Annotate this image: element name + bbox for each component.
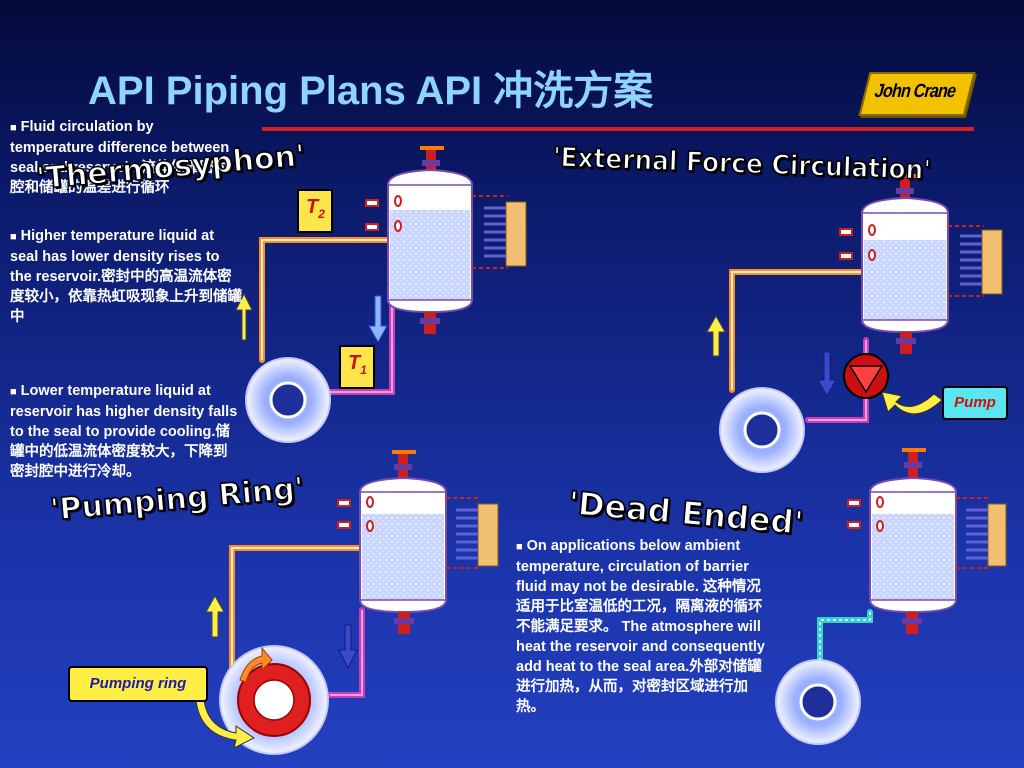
tank-dead-ended (847, 448, 1007, 634)
pump-callout: Pump (942, 386, 1008, 420)
external-force-diagram (706, 174, 1003, 473)
bullet-3: ■Lower temperature liquid at reservoir h… (10, 383, 238, 480)
dead-ended-note: ■On applications below ambient temperatu… (516, 538, 765, 715)
t1-box (339, 345, 375, 389)
pumping-ring-callout: Pumping ring (68, 666, 208, 702)
title-rule (262, 127, 974, 131)
t1-label: T1 (348, 352, 367, 377)
bullet-1: ■Fluid circulation by temperature differ… (10, 119, 230, 196)
pump-symbol (843, 353, 889, 399)
bullet-2: ■Higher temperature liquid at seal has l… (10, 228, 242, 325)
t2-box (297, 189, 333, 233)
tank-thermosyphon (365, 146, 527, 334)
pumping-ring-diagram (195, 450, 499, 755)
tank-pumping-ring (337, 450, 499, 634)
dead-ended-diagram (775, 448, 1007, 745)
t2-label: T2 (306, 196, 325, 221)
thermosyphon-diagram (235, 146, 527, 443)
page-title: API Piping Plans API 冲洗方案 (88, 69, 654, 113)
tank-external (839, 174, 1003, 354)
